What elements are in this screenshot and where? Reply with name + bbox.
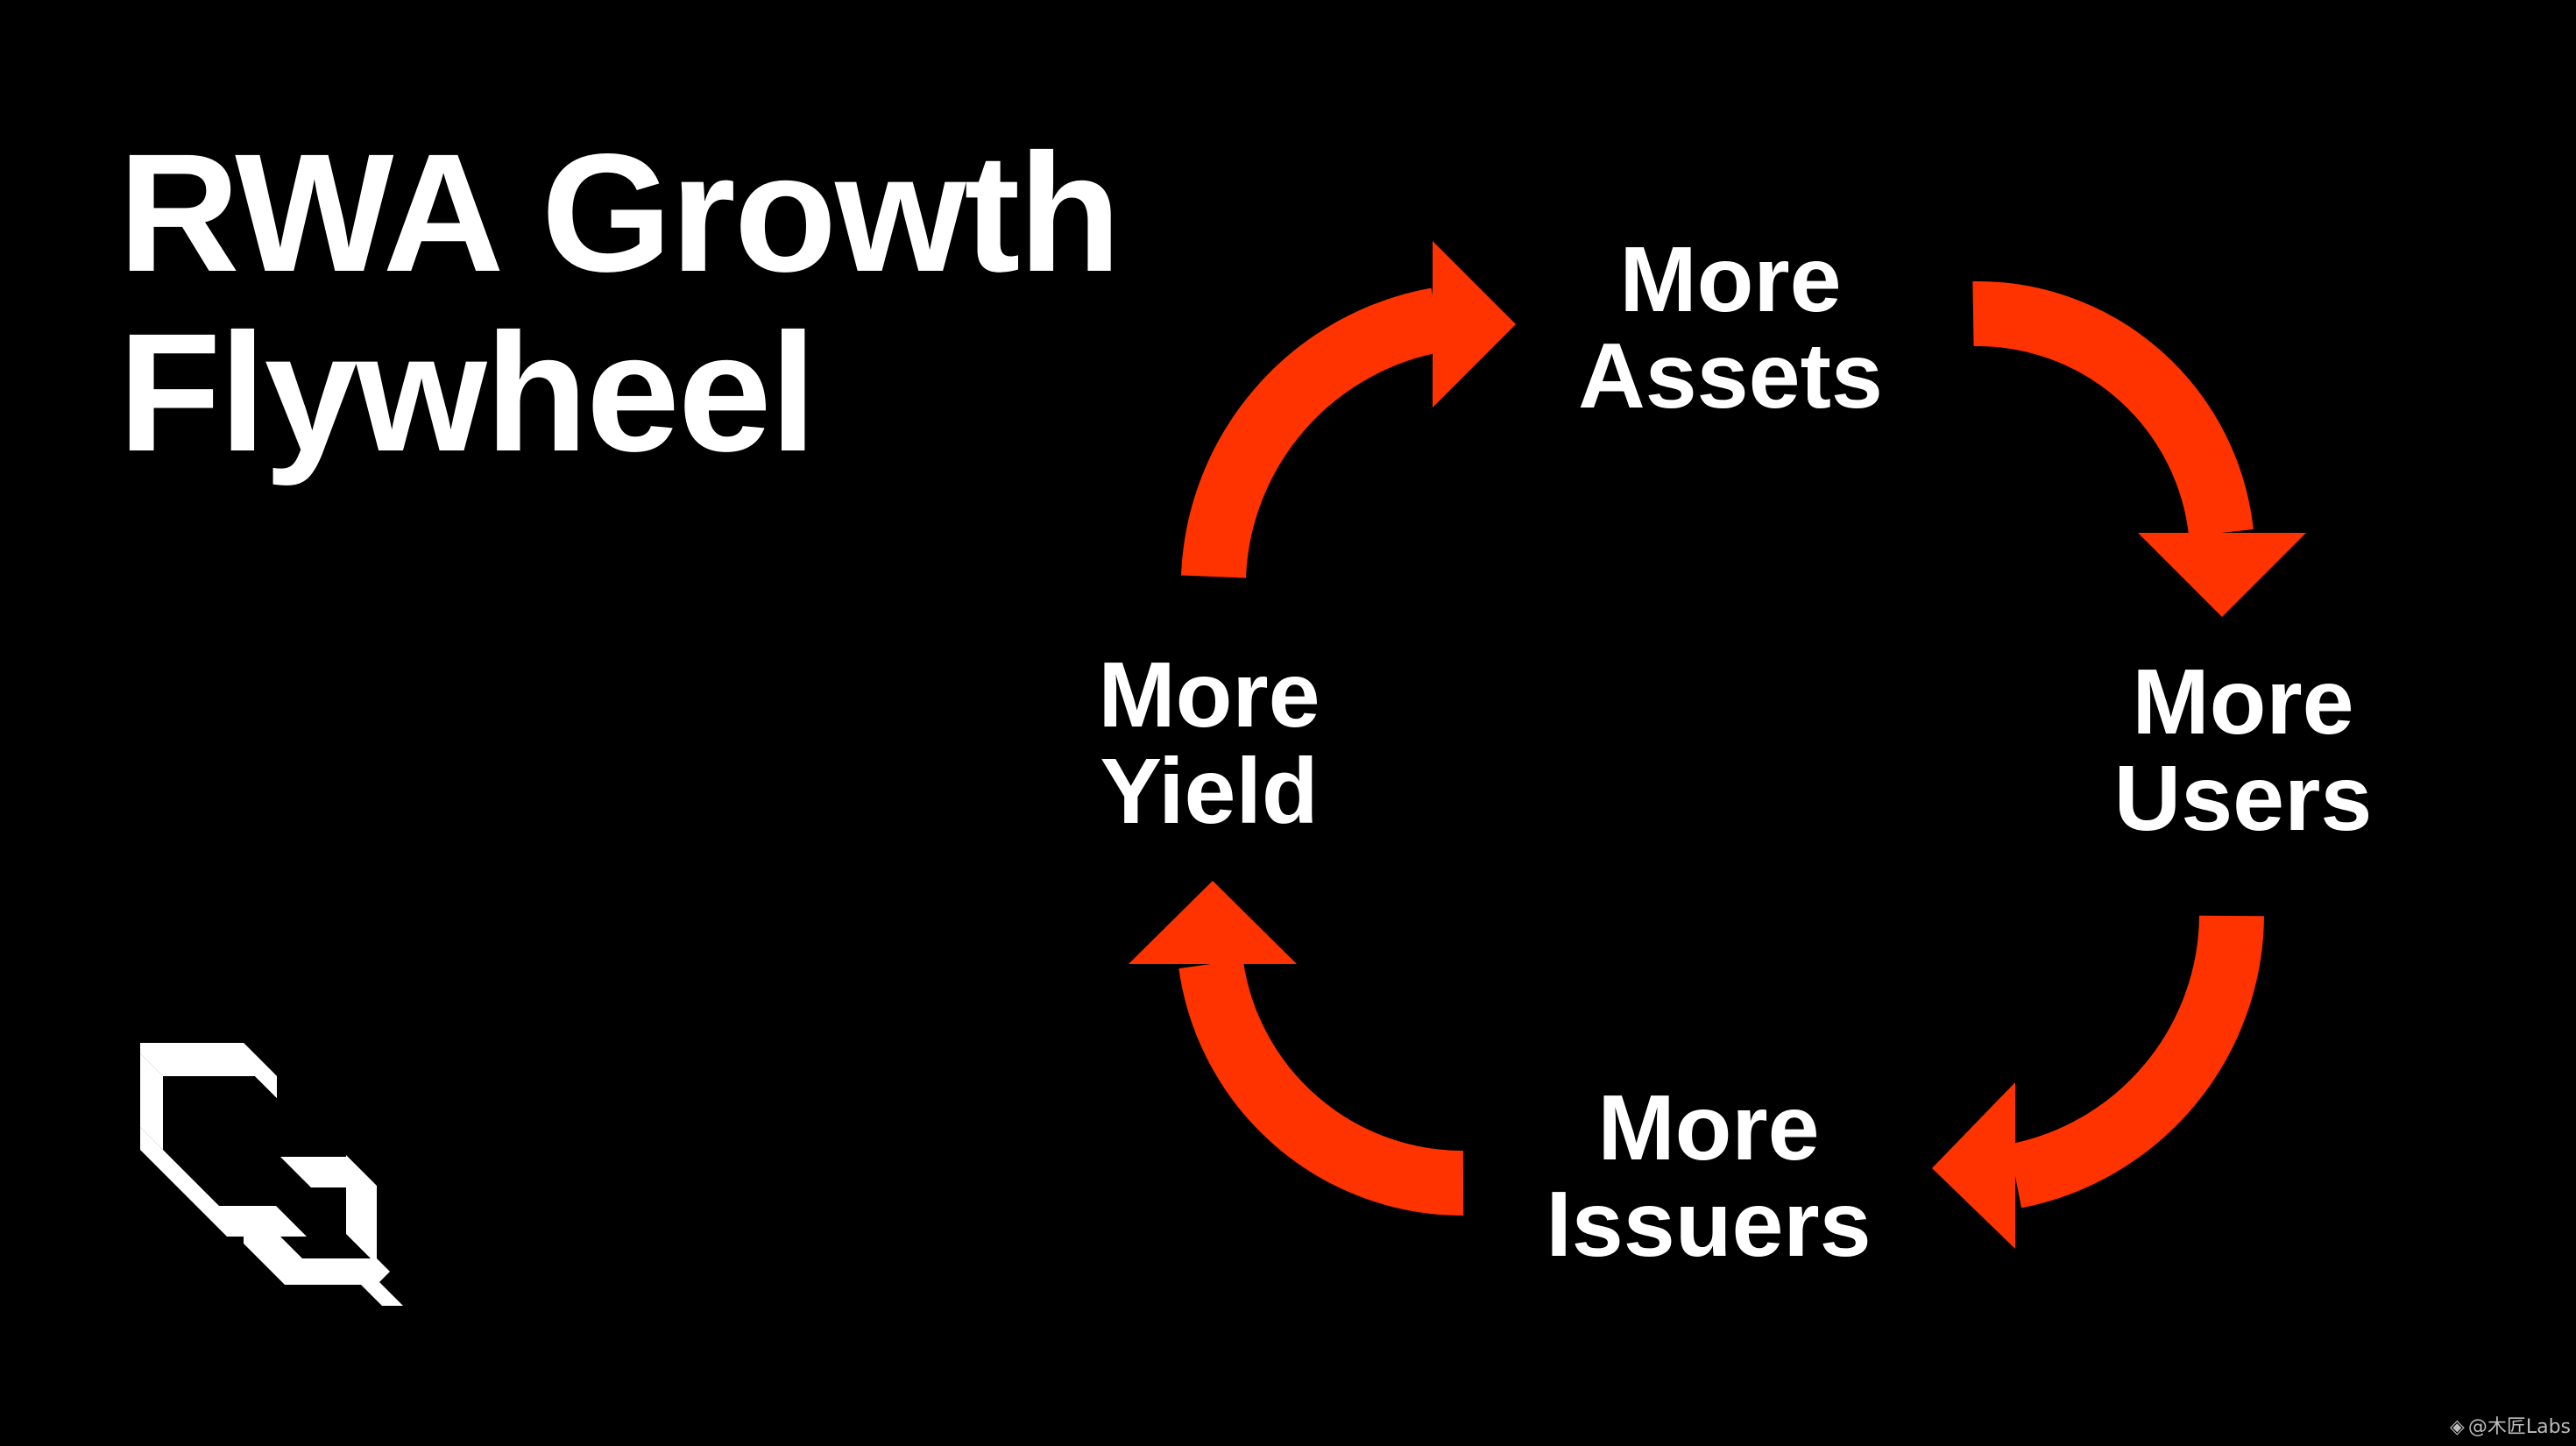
node-assets-line-1: More	[1619, 228, 1842, 331]
arrow-yield-to-assets-head	[1433, 241, 1516, 408]
node-more-issuers: More Issuers	[1446, 1080, 1971, 1272]
arrow-assets-to-users-head	[2138, 533, 2306, 617]
node-more-yield: More Yield	[1034, 647, 1384, 840]
node-yield-line-2: Yield	[1100, 740, 1319, 843]
arrow-yield-to-assets	[1181, 241, 1516, 578]
diamond-logo-icon: ◈	[2449, 1416, 2465, 1438]
node-assets-line-2: Assets	[1578, 324, 1883, 428]
node-issuers-line-2: Issuers	[1546, 1173, 1872, 1276]
title-line-1: RWA Growth	[118, 118, 1122, 307]
slide-title: RWA Growth Flywheel	[118, 118, 1122, 486]
watermark-text: @木匠Labs	[2467, 1416, 2571, 1438]
arrow-users-to-issuers	[1932, 915, 2264, 1249]
arrow-issuers-to-yield	[1129, 881, 1464, 1216]
arrow-issuers-to-yield-head	[1129, 881, 1297, 964]
node-issuers-line-1: More	[1597, 1076, 1820, 1180]
watermark: ◈@木匠Labs	[2450, 1411, 2571, 1439]
node-users-line-1: More	[2132, 650, 2354, 754]
title-line-2: Flywheel	[118, 298, 817, 486]
arrow-users-to-issuers-arc	[2008, 915, 2264, 1209]
cube-q-logo-icon	[140, 1043, 403, 1306]
node-more-assets: More Assets	[1555, 231, 1906, 424]
arrow-users-to-issuers-head	[1932, 1082, 2015, 1249]
node-yield-line-1: More	[1098, 643, 1320, 747]
arrow-yield-to-assets-arc	[1181, 287, 1443, 578]
node-users-line-2: Users	[2113, 747, 2373, 850]
arrow-issuers-to-yield-arc	[1178, 959, 1464, 1216]
node-more-users: More Users	[2068, 654, 2418, 847]
arrow-assets-to-users	[1972, 280, 2306, 617]
arrow-assets-to-users-arc	[1972, 280, 2254, 537]
